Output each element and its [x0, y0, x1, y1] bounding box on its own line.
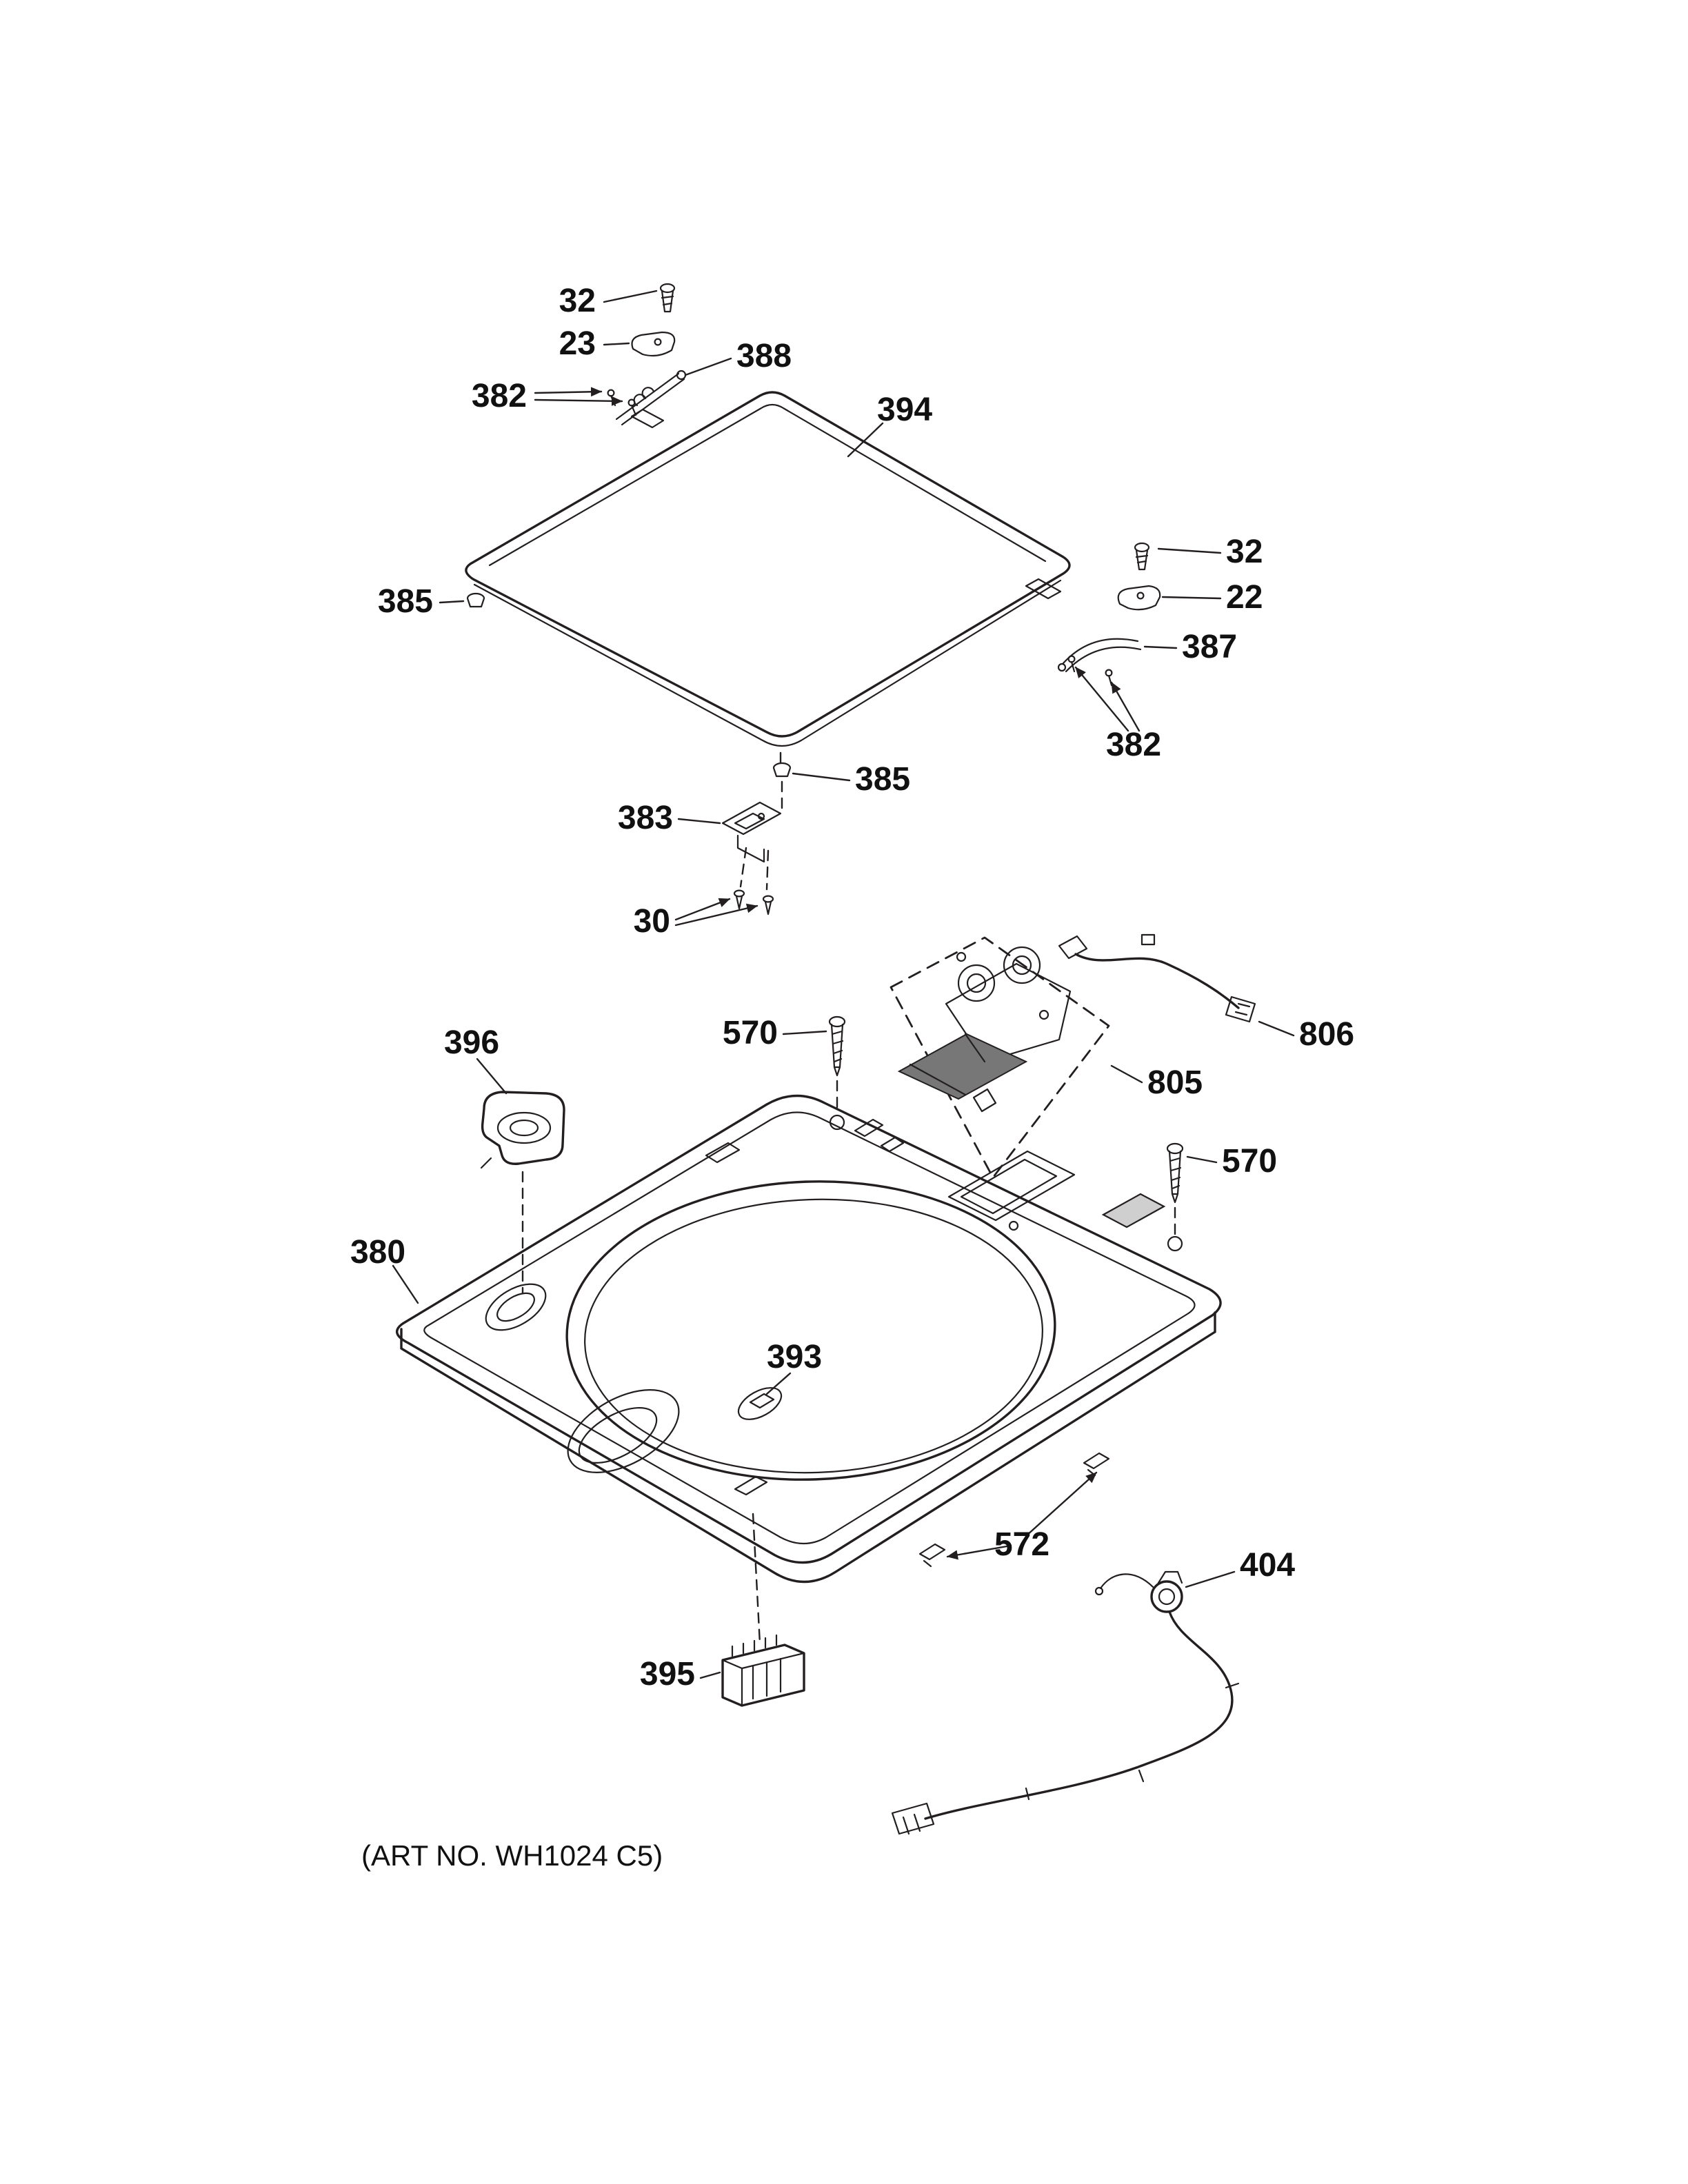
- screws-382-right: [1067, 655, 1113, 687]
- screw-32-top-left: [659, 283, 676, 313]
- callout-404: 404: [1240, 1547, 1295, 1584]
- callout-23: 23: [559, 325, 596, 362]
- screws-30: [733, 889, 774, 916]
- top-panel-380: [396, 1094, 1222, 1584]
- callout-393: 393: [767, 1339, 822, 1375]
- funnel-396: [480, 1091, 565, 1295]
- callout-383: 383: [618, 800, 673, 836]
- lid-switch-395: [721, 1513, 805, 1707]
- art-number: (ART NO. WH1024 C5): [361, 1839, 663, 1872]
- lid-394: [465, 391, 1071, 747]
- screw-570-left: [828, 1015, 846, 1113]
- water-valve-805: [897, 946, 1072, 1113]
- callout-570-right: 570: [1222, 1143, 1277, 1180]
- lid-striker-393: [737, 1387, 783, 1420]
- screw-32-right: [1134, 542, 1150, 571]
- sensor-harness-404: [891, 1570, 1240, 1835]
- callout-380: 380: [350, 1234, 405, 1271]
- callout-32-right: 32: [1226, 534, 1263, 570]
- plug-385-left: [466, 592, 485, 608]
- hinge-lever-22: [1117, 585, 1161, 611]
- callout-388: 388: [736, 338, 792, 374]
- callout-387: 387: [1182, 629, 1237, 665]
- valve-dashed-box: [890, 936, 1110, 1179]
- callout-382-left: 382: [472, 378, 527, 414]
- callout-32-top-left: 32: [559, 283, 596, 319]
- callout-805: 805: [1147, 1064, 1203, 1101]
- callout-382-right: 382: [1106, 727, 1161, 763]
- callout-385-center: 385: [855, 761, 910, 798]
- screw-570-right: [1166, 1142, 1184, 1238]
- hinge-lever-23: [631, 331, 676, 357]
- callout-395: 395: [640, 1656, 695, 1692]
- plug-385-center: [772, 762, 792, 778]
- wire-harness-806: [1058, 933, 1256, 1023]
- callout-labels: 32 23 388 382 394 385 32 22 387 382 385 …: [350, 283, 1354, 1692]
- latch-383: [721, 801, 782, 863]
- callout-396: 396: [444, 1024, 499, 1061]
- callout-30: 30: [634, 903, 670, 940]
- callout-570-left: 570: [723, 1015, 778, 1051]
- callout-806: 806: [1299, 1016, 1354, 1053]
- screws-382-left: [607, 389, 637, 416]
- hinge-arm-388: [615, 370, 687, 426]
- callout-22: 22: [1226, 579, 1263, 616]
- hinge-arm-387: [1057, 638, 1142, 673]
- assembly-centerlines-lid: [739, 751, 783, 891]
- callout-385-left: 385: [378, 583, 433, 620]
- leader-lines: [392, 290, 1295, 1679]
- callout-394: 394: [877, 392, 932, 428]
- callout-572: 572: [994, 1526, 1049, 1563]
